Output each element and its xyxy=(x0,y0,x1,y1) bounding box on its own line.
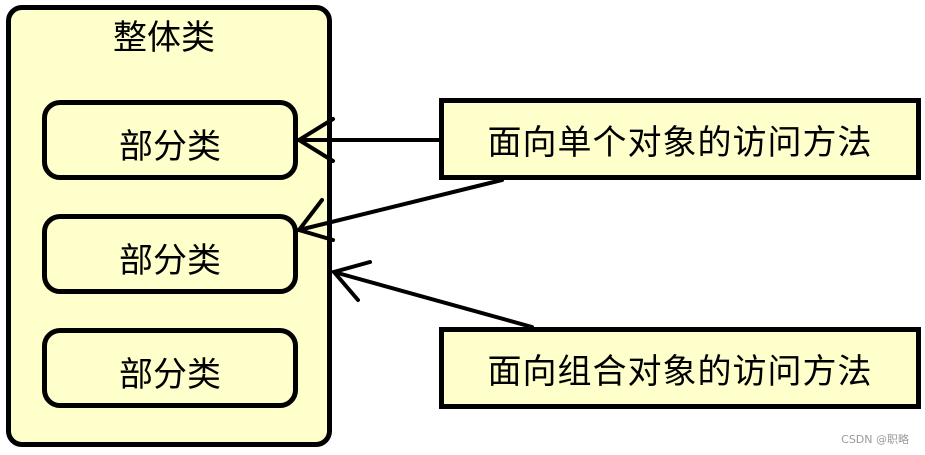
arrow-composite-to-whole-shaft xyxy=(332,270,534,329)
watermark: CSDN @职略 xyxy=(841,433,909,446)
single-object-access-method-label: 面向单个对象的访问方法 xyxy=(487,122,873,163)
part-class-box-1: 部分类 xyxy=(42,100,298,180)
part-class-label-1: 部分类 xyxy=(119,126,221,167)
part-class-label-2: 部分类 xyxy=(119,240,221,281)
part-class-label-3: 部分类 xyxy=(119,354,221,395)
part-class-box-2: 部分类 xyxy=(42,214,298,294)
part-class-box-3: 部分类 xyxy=(42,328,298,408)
single-object-access-method-box: 面向单个对象的访问方法 xyxy=(439,98,921,180)
arrow-composite-to-whole-head xyxy=(330,260,372,302)
whole-class-label: 整体类 xyxy=(113,18,215,58)
composite-object-access-method-box: 面向组合对象的访问方法 xyxy=(439,327,921,409)
composite-object-access-method-label: 面向组合对象的访问方法 xyxy=(487,351,873,392)
